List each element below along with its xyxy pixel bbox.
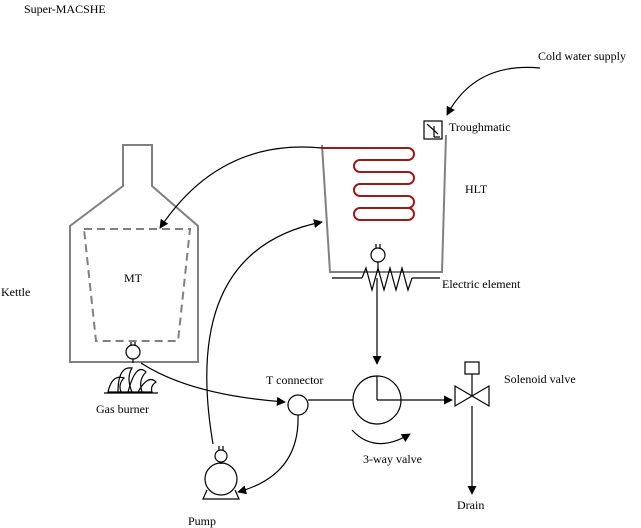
t-connector-label: T connector: [266, 373, 323, 387]
cold-water-arrow: [446, 66, 541, 116]
pump-label: Pump: [188, 514, 216, 528]
mt-label: MT: [124, 271, 143, 285]
pump-to-hlt-return-arrow: [206, 219, 323, 445]
coil-to-mt-arrow: [159, 146, 323, 229]
troughmatic-icon: [423, 120, 443, 140]
t-connector-to-pump-arrow: [237, 414, 299, 495]
kettle-to-t-connector-arrow: [140, 362, 286, 406]
three-way-rotation-arrow: [351, 429, 411, 445]
solenoid-valve-label: Solenoid valve: [504, 372, 576, 386]
diagram-title: Super-MACSHE: [24, 2, 106, 16]
cold-water-supply-label: Cold water supply: [538, 49, 626, 63]
electric-element: [332, 265, 440, 293]
pump-icon: [202, 446, 240, 500]
hlt-label: HLT: [465, 182, 488, 196]
heat-exchange-coil: [322, 147, 415, 221]
gas-burner-icon: [104, 367, 158, 394]
electric-element-label: Electric element: [442, 277, 521, 291]
hlt-vessel: [321, 134, 447, 273]
hlt-outlet-valve: [370, 244, 386, 268]
kettle-label: Kettle: [1, 285, 30, 299]
drain-label: Drain: [457, 498, 484, 512]
gas-burner-label: Gas burner: [96, 402, 149, 416]
three-way-valve: [352, 375, 402, 425]
kettle-vessel: [69, 144, 199, 363]
mash-tun-vessel: [82, 228, 192, 342]
kettle-outlet-valve: [125, 342, 141, 363]
solenoid-valve-icon: [454, 361, 490, 408]
troughmatic-label: Troughmatic: [449, 120, 511, 134]
t-connector: [287, 394, 309, 416]
three-way-valve-label: 3-way valve: [363, 452, 422, 466]
